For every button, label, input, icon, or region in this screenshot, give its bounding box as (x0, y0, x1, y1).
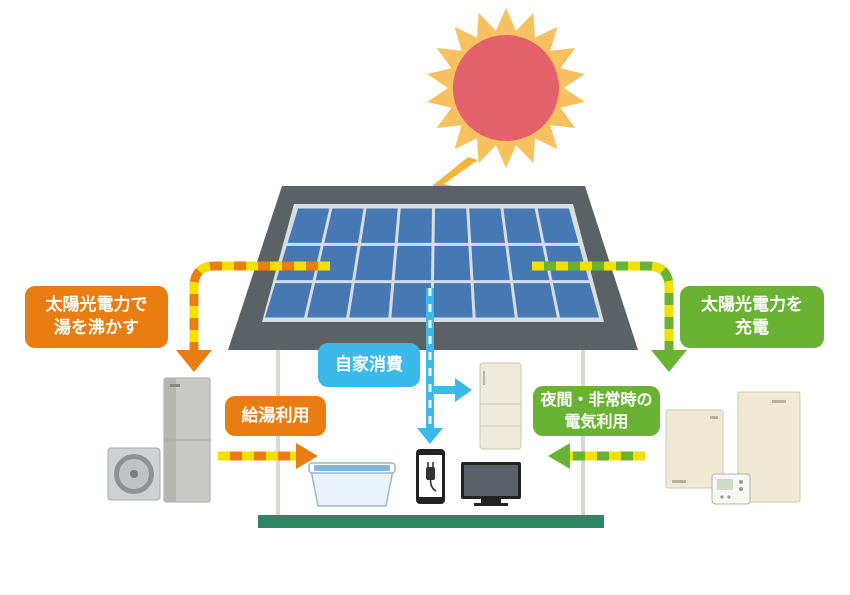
solar-cell (513, 283, 557, 318)
solar-cell (394, 245, 432, 281)
solar-panel-icon (228, 186, 638, 350)
self-consumption-label: 自家消費 (318, 343, 420, 387)
water-heater-tank-icon (163, 377, 211, 503)
solar-cell (471, 245, 510, 281)
solar-cell (355, 245, 395, 281)
solar-cell (503, 208, 542, 243)
green-flow-arrow-top (532, 261, 687, 372)
orange-flow-arrow-bottom (218, 443, 318, 469)
solar-cell (315, 245, 358, 281)
blue-flow-arrow (417, 288, 472, 444)
house-base (258, 515, 604, 528)
solar-cell (469, 208, 505, 243)
solar-cell (537, 208, 579, 243)
lightning-icon (408, 157, 478, 232)
solar-to-hot-water-label: 太陽光電力で 湯を沸かす (25, 286, 168, 348)
storage-battery-icon (665, 391, 801, 503)
refrigerator-icon (479, 362, 522, 450)
solar-cell (473, 283, 515, 318)
solar-cell (349, 283, 392, 318)
solar-cell (324, 208, 364, 243)
solar-to-charge-line2: 充電 (735, 318, 769, 338)
solar-cell (434, 245, 471, 281)
solar-cell (287, 208, 330, 243)
solar-cell (434, 208, 469, 243)
smartphone-charging-icon (416, 449, 445, 504)
hot-water-use-text: 給湯利用 (241, 405, 310, 426)
heat-pump-unit-icon (107, 447, 161, 501)
solar-to-charge-label: 太陽光電力を 充電 (680, 286, 824, 348)
solar-cell (361, 208, 398, 243)
solar-to-hot-water-line2: 湯を沸かす (54, 318, 139, 338)
tv-icon (461, 462, 521, 506)
night-emergency-line2: 電気利用 (564, 412, 629, 431)
solar-to-hot-water-line1: 太陽光電力で (45, 295, 148, 316)
solar-cell (552, 283, 600, 318)
self-consumption-text: 自家消費 (335, 354, 403, 375)
solar-cell (508, 245, 550, 281)
night-emergency-label: 夜間・非常時の 電気利用 (533, 386, 660, 436)
solar-to-charge-line1: 太陽光電力を (701, 295, 803, 316)
night-emergency-line1: 夜間・非常時の (540, 390, 653, 410)
controller-icon (711, 473, 751, 505)
orange-flow-arrow-top (176, 261, 330, 372)
solar-cell (307, 283, 352, 318)
solar-cell (391, 283, 431, 318)
bathtub-icon (308, 462, 396, 507)
solar-cell (264, 283, 313, 318)
green-flow-arrow-bottom (548, 443, 645, 469)
hot-water-use-label: 給湯利用 (225, 396, 326, 436)
solar-cell (397, 208, 432, 243)
solar-cell (433, 283, 473, 318)
sun-icon (427, 8, 585, 168)
